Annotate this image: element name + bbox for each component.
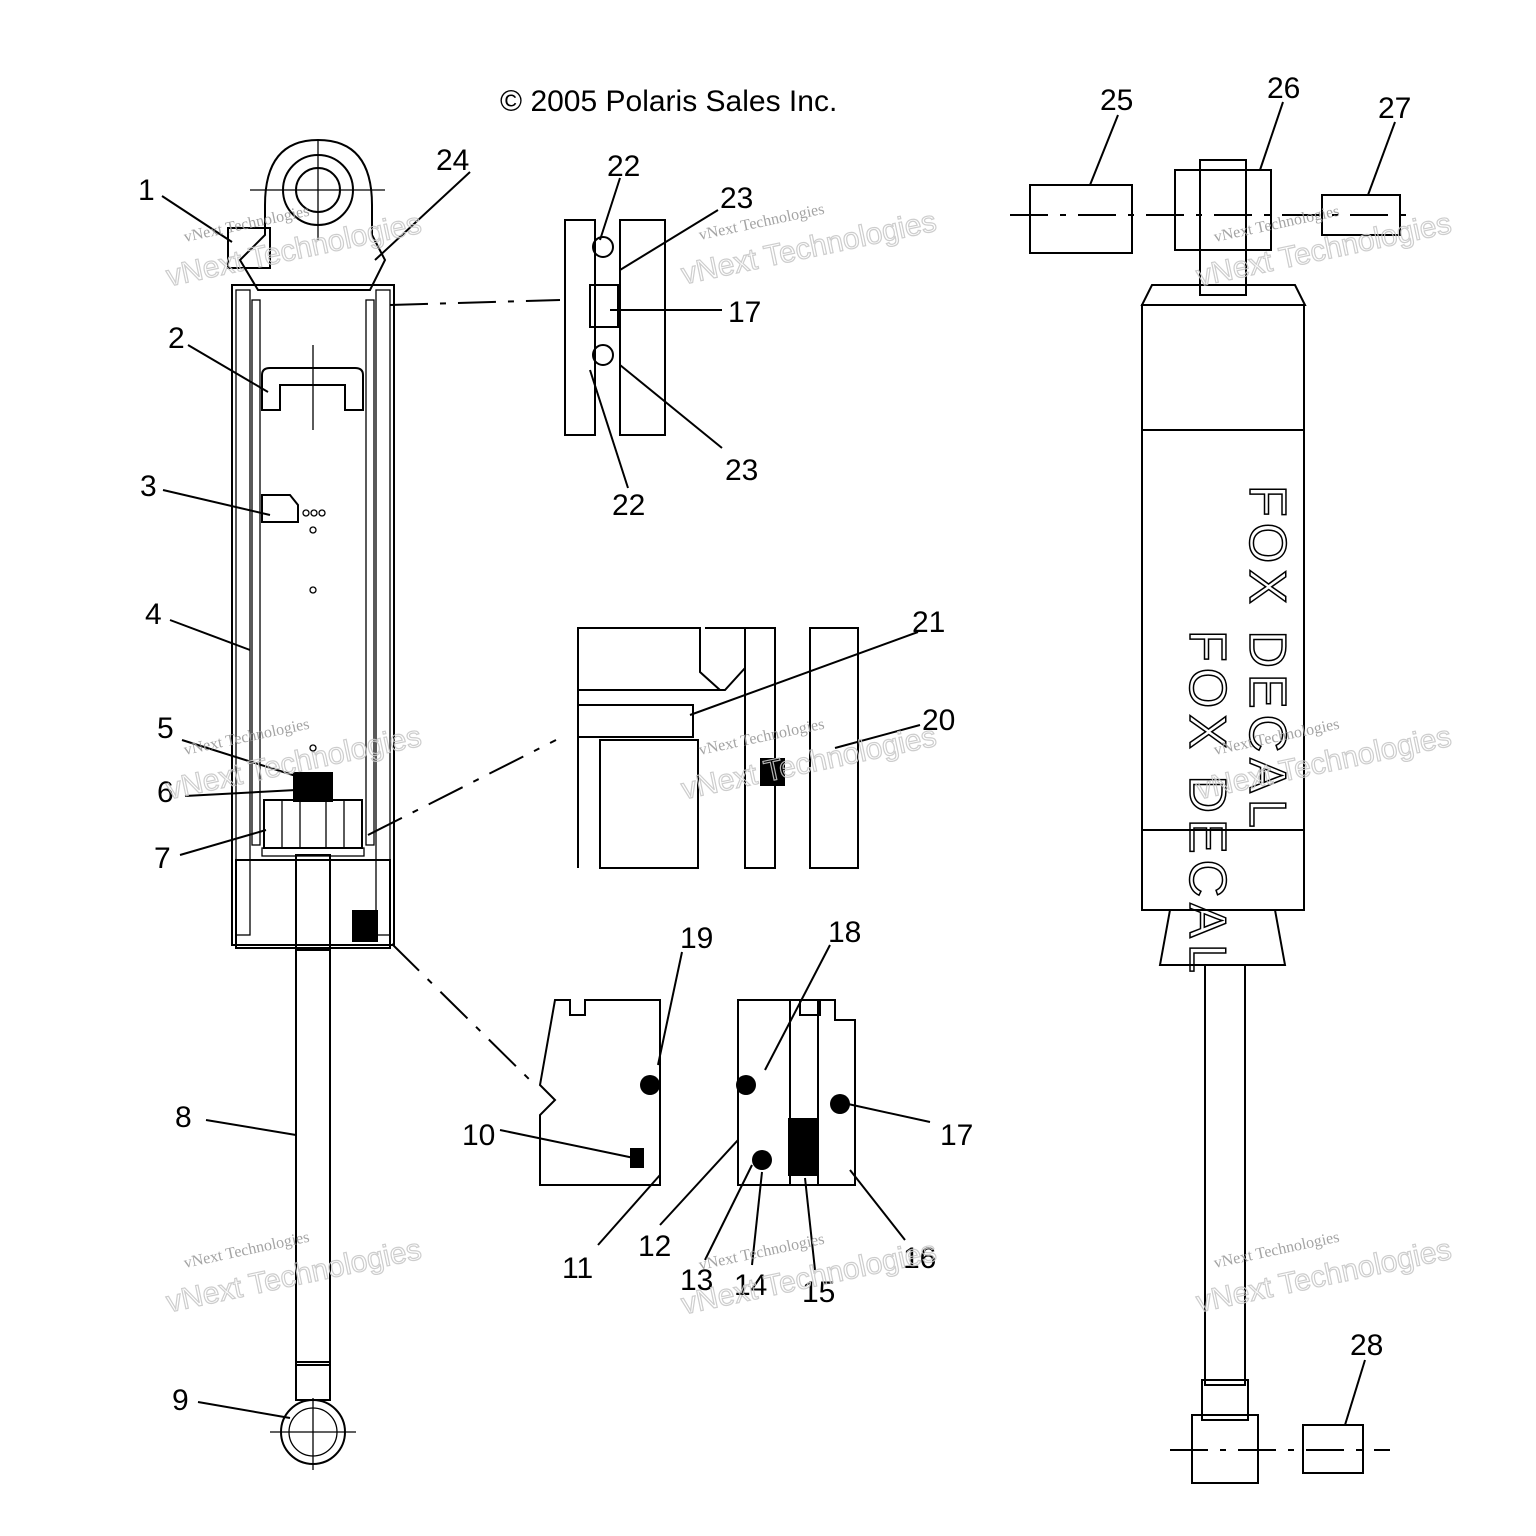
- top-mount: [1174, 169, 1272, 251]
- callout-22b: 22: [612, 489, 645, 522]
- callout-19: 19: [680, 922, 713, 955]
- callout-2: 2: [168, 322, 185, 355]
- callout-10: 10: [462, 1119, 495, 1152]
- detail-seal-head: [538, 999, 856, 1186]
- sectioned-shock: [227, 138, 395, 1470]
- decal-text-1: FOX DECAL: [1238, 485, 1296, 834]
- callout-4: 4: [145, 598, 162, 631]
- top-eyelet: [238, 138, 387, 291]
- floating-piston: [261, 367, 364, 411]
- callout-28: 28: [1350, 1329, 1383, 1362]
- detail-connection-lines: [367, 299, 561, 1086]
- detail-seal-rings: [564, 219, 666, 436]
- callout-17a: 17: [728, 296, 761, 329]
- assembled-shock: [1010, 159, 1418, 1484]
- callout-24: 24: [436, 144, 469, 177]
- shaft: [295, 854, 331, 1366]
- callout-6: 6: [157, 776, 174, 809]
- callout-14: 14: [734, 1269, 767, 1302]
- valve-screw: [227, 227, 271, 269]
- decal-area: [1141, 429, 1305, 831]
- detail-piston-seal: [577, 627, 859, 869]
- callout-1: 1: [138, 174, 155, 207]
- leader-lines: [161, 101, 1396, 1426]
- callout-9: 9: [172, 1384, 189, 1417]
- callout-22a: 22: [607, 150, 640, 183]
- callout-15: 15: [802, 1276, 835, 1309]
- callout-5: 5: [157, 712, 174, 745]
- callout-12: 12: [638, 1230, 671, 1263]
- callout-27: 27: [1378, 92, 1411, 125]
- piston-nut: [293, 772, 333, 802]
- callout-20: 20: [922, 704, 955, 737]
- callout-13: 13: [680, 1264, 713, 1297]
- callout-17b: 17: [940, 1119, 973, 1152]
- bushing-28: [1302, 1424, 1364, 1474]
- copyright-text: © 2005 Polaris Sales Inc.: [500, 85, 837, 118]
- bushing-25: [1029, 184, 1133, 254]
- shaft-right: [1204, 964, 1246, 1386]
- callout-23a: 23: [720, 182, 753, 215]
- callout-7: 7: [154, 842, 171, 875]
- callout-8: 8: [175, 1101, 192, 1134]
- decal-text-2: FOX DECAL: [1178, 630, 1236, 979]
- callout-23b: 23: [725, 454, 758, 487]
- callout-26: 26: [1267, 72, 1300, 105]
- main-piston: [263, 799, 363, 849]
- shock-body: [231, 284, 395, 946]
- callout-3: 3: [140, 470, 157, 503]
- seal-head: [235, 859, 391, 949]
- callout-21: 21: [912, 606, 945, 639]
- callout-numbers: 1 2 3 4 5 6 7 8 9 10 11 12 13 14 15 16 1…: [138, 72, 1411, 1417]
- callout-11: 11: [562, 1252, 593, 1285]
- callout-16: 16: [903, 1242, 936, 1275]
- callout-25: 25: [1100, 84, 1133, 117]
- callout-18: 18: [828, 916, 861, 949]
